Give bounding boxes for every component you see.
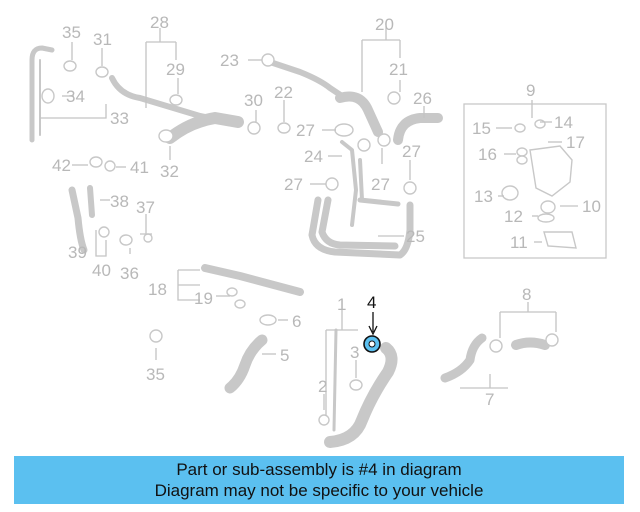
callout-24: 24 (304, 147, 323, 166)
callout-27-b: 27 (402, 142, 421, 161)
callout-39: 39 (68, 243, 87, 262)
callout-27-a: 27 (296, 121, 315, 140)
callout-18: 18 (148, 280, 167, 299)
parts-diagram: 35 31 28 29 34 33 30 22 23 32 20 21 26 2… (29, 13, 607, 448)
callout-38: 38 (110, 192, 129, 211)
callout-26: 26 (413, 89, 432, 108)
callout-21: 21 (389, 60, 408, 79)
thermostat-housing-artwork (501, 119, 577, 249)
info-banner: Part or sub-assembly is #4 in diagram Di… (14, 456, 624, 504)
callout-17: 17 (566, 133, 585, 152)
leader-lines (40, 26, 578, 416)
callout-41: 41 (130, 158, 149, 177)
callout-16: 16 (478, 145, 497, 164)
callout-35: 35 (62, 23, 81, 42)
callout-34: 34 (66, 87, 85, 106)
callout-numbers: 35 31 28 29 34 33 30 22 23 32 20 21 26 2… (52, 13, 601, 409)
callout-1: 1 (337, 295, 346, 314)
part-shapes (41, 53, 559, 426)
callout-23: 23 (220, 51, 239, 70)
callout-3: 3 (350, 343, 359, 362)
callout-20: 20 (375, 15, 394, 34)
callout-42: 42 (52, 156, 71, 175)
callout-37: 37 (136, 198, 155, 217)
callout-31: 31 (93, 30, 112, 49)
callout-7: 7 (485, 390, 494, 409)
callout-32: 32 (160, 162, 179, 181)
callout-22: 22 (274, 83, 293, 102)
callout-13: 13 (474, 187, 493, 206)
callout-4: 4 (367, 293, 376, 312)
callout-2: 2 (318, 377, 327, 396)
callout-15: 15 (472, 119, 491, 138)
part-4-clamp[interactable] (363, 335, 381, 353)
callout-33: 33 (110, 109, 129, 128)
callout-5: 5 (280, 346, 289, 365)
callout-29: 29 (166, 60, 185, 79)
callout-12: 12 (504, 207, 523, 226)
callout-36: 36 (120, 264, 139, 283)
banner-line-2: Diagram may not be specific to your vehi… (154, 481, 484, 500)
callout-19: 19 (194, 289, 213, 308)
callout-28: 28 (150, 13, 169, 32)
callout-40: 40 (92, 261, 111, 280)
callout-30: 30 (244, 91, 263, 110)
banner-line-1: Part or sub-assembly is #4 in diagram (176, 460, 462, 479)
callout-10: 10 (582, 197, 601, 216)
callout-11: 11 (510, 233, 528, 252)
callout-8: 8 (522, 285, 531, 304)
callout-27-c: 27 (284, 175, 303, 194)
callout-9: 9 (526, 81, 535, 100)
hose-artwork (29, 45, 550, 448)
callout-6: 6 (292, 312, 301, 331)
callout-14: 14 (554, 113, 573, 132)
callout-27-d: 27 (371, 175, 390, 194)
callout-35b: 35 (146, 365, 165, 384)
callout-25: 25 (406, 227, 425, 246)
